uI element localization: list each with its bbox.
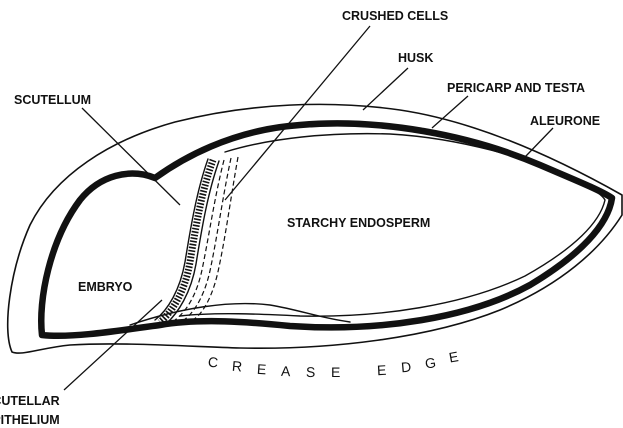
label-scutellum: SCUTELLUM bbox=[14, 93, 91, 107]
label-starchy-endosperm: STARCHY ENDOSPERM bbox=[287, 216, 430, 230]
label-crushed-cells: CRUSHED CELLS bbox=[342, 9, 448, 23]
label-scutellar-epithelium-line2: EPITHELIUM bbox=[0, 413, 60, 427]
crease-letter: C bbox=[207, 354, 219, 371]
leader-crushed-cells bbox=[225, 26, 370, 200]
label-embryo: EMBRYO bbox=[78, 280, 133, 294]
crease-letter: A bbox=[281, 363, 292, 379]
crease-letter: R bbox=[231, 358, 242, 375]
label-pericarp-testa: PERICARP AND TESTA bbox=[447, 81, 585, 95]
leader-pericarp-testa bbox=[432, 96, 468, 128]
crease-letter: E bbox=[448, 348, 460, 365]
leader-scutellum bbox=[82, 108, 180, 205]
crease-letter: D bbox=[400, 358, 411, 375]
label-scutellar-epithelium-line1: SCUTELLAR bbox=[0, 394, 60, 408]
crease-letter: E bbox=[377, 362, 387, 378]
crease-letter: E bbox=[331, 364, 340, 380]
crease-letter: E bbox=[256, 361, 266, 378]
label-husk: HUSK bbox=[398, 51, 433, 65]
label-crease-edge: C R E A S E E D G E bbox=[207, 348, 459, 380]
crease-letter: S bbox=[306, 364, 316, 380]
crease-letter: G bbox=[424, 354, 437, 371]
label-aleurone: ALEURONE bbox=[530, 114, 600, 128]
leader-husk bbox=[363, 68, 408, 110]
